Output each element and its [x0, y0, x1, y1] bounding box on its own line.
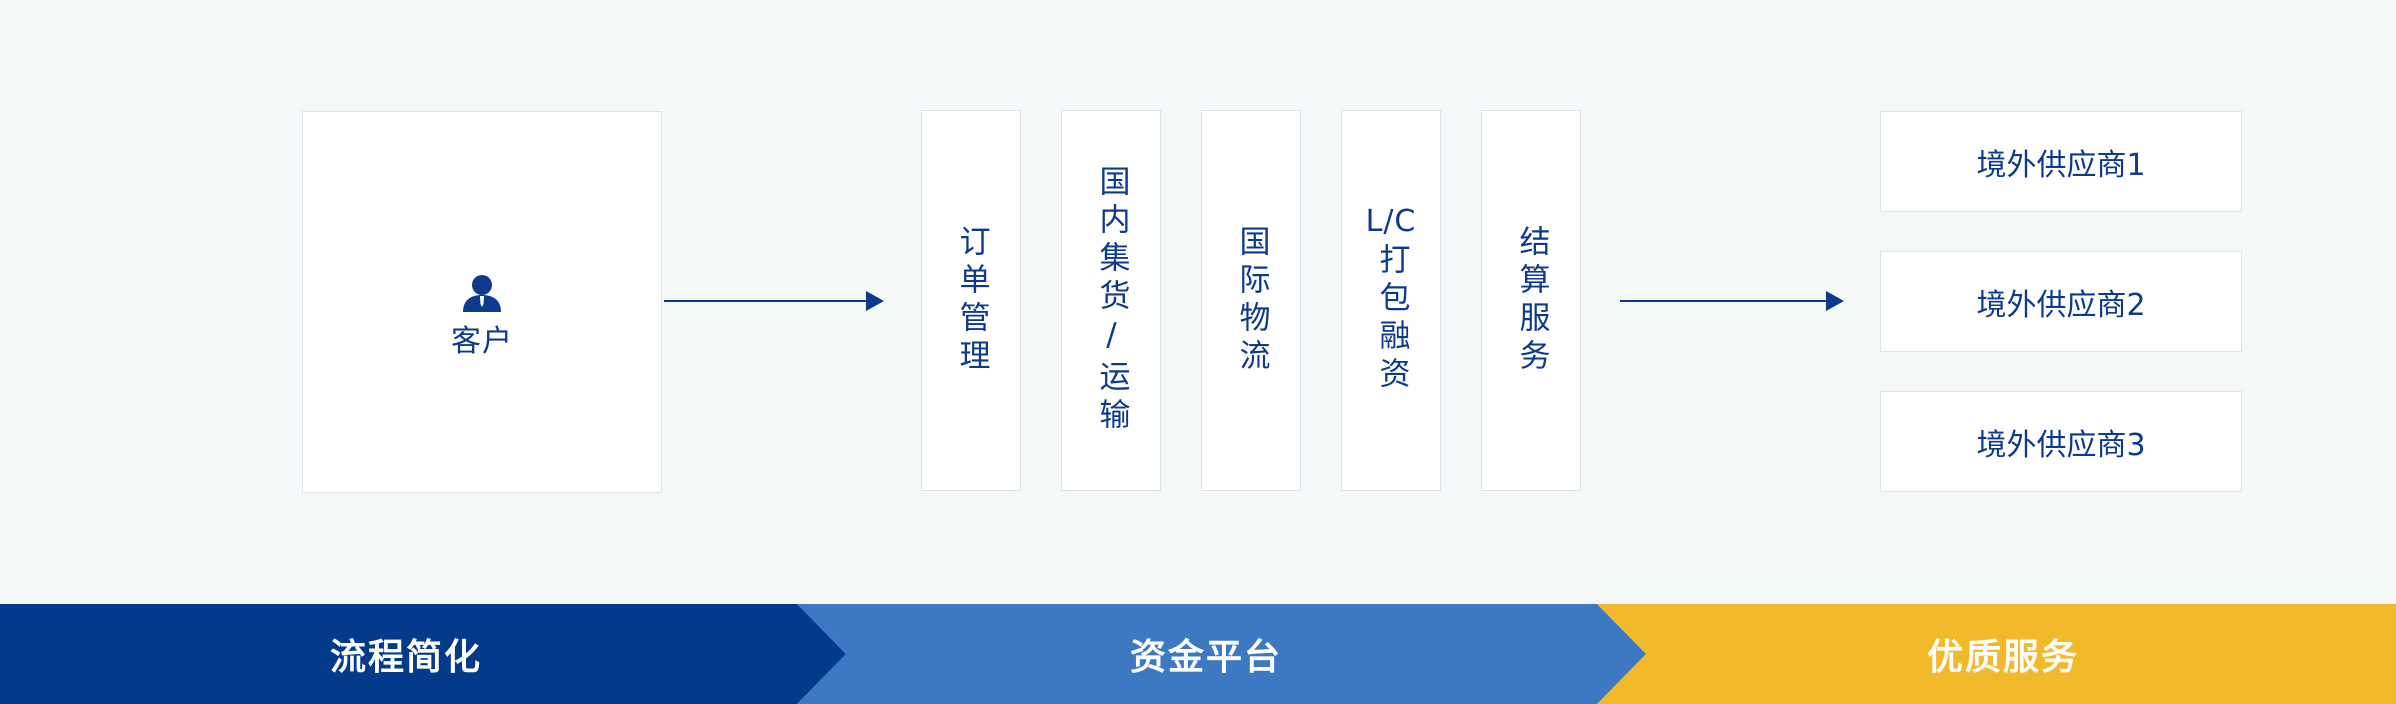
service-lc-financing: L/C 打包融资 [1341, 110, 1441, 491]
customer-box: 客户 [302, 111, 662, 493]
supplier-label: 境外供应商1 [1976, 147, 2146, 183]
service-domestic-transport: 国内集货/运输 [1061, 110, 1161, 491]
service-order-management: 订单管理 [921, 110, 1021, 491]
banner-label: 流程简化 [330, 637, 483, 678]
user-icon [463, 275, 501, 312]
service-international-logistics: 国际物流 [1201, 110, 1301, 491]
supplier-label: 境外供应商3 [1976, 427, 2146, 463]
banner-segment-service: 优质服务 [1597, 604, 2396, 704]
supplier-box: 境外供应商3 [1880, 391, 2242, 492]
banner-label: 优质服务 [1927, 637, 2080, 678]
service-label: 打包融资 [1373, 242, 1410, 395]
supplier-label: 境外供应商2 [1976, 287, 2146, 323]
arrow-right-icon [1620, 291, 1844, 311]
supplier-box: 境外供应商1 [1880, 111, 2242, 212]
service-label: 订单管理 [953, 224, 990, 377]
arrow-right-icon [664, 291, 884, 311]
customer-label: 客户 [451, 324, 513, 359]
service-settlement: 结算服务 [1481, 110, 1581, 491]
service-label: 国际物流 [1233, 224, 1270, 377]
service-label: 结算服务 [1513, 224, 1550, 377]
feature-banner: 流程简化 资金平台 优质服务 [0, 604, 2396, 704]
banner-label: 资金平台 [1130, 637, 1283, 678]
service-label-top: L/C [1365, 203, 1417, 239]
service-label: 国内集货/运输 [1093, 165, 1130, 436]
banner-segment-funding: 资金平台 [797, 604, 1646, 704]
supplier-box: 境外供应商2 [1880, 251, 2242, 352]
banner-segment-process: 流程简化 [0, 604, 846, 704]
